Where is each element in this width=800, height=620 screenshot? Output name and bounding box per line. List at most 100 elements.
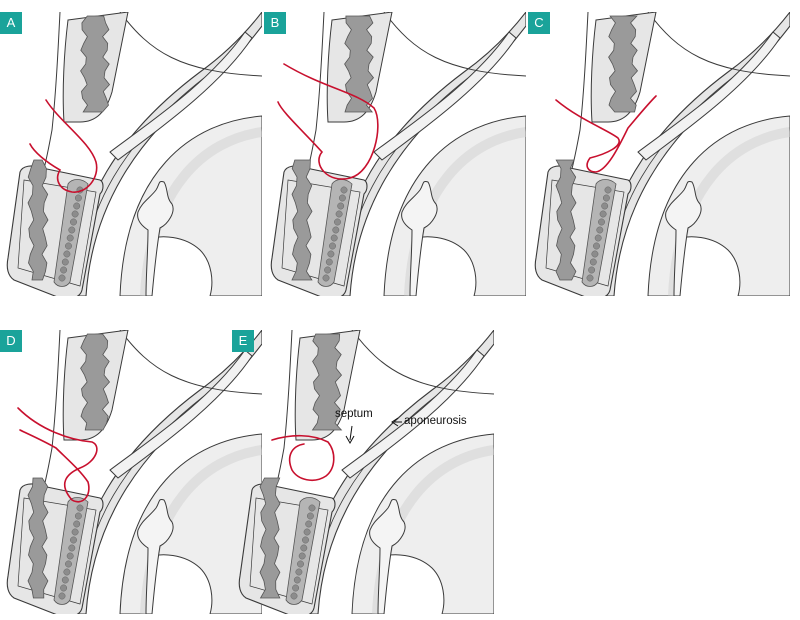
meibomian-gland <box>65 560 72 568</box>
meibomian-gland <box>601 202 609 210</box>
meibomian-gland <box>61 576 69 584</box>
eyelid-cross-section-c <box>534 12 790 296</box>
septum-arrow <box>349 425 353 441</box>
meibomian-gland <box>68 544 76 552</box>
upper-skin <box>119 330 262 395</box>
meibomian-gland <box>308 504 316 512</box>
panel-d-label: D <box>0 330 22 352</box>
meibomian-gland <box>334 218 341 226</box>
meibomian-gland <box>300 544 308 552</box>
meibomian-gland <box>61 258 69 266</box>
meibomian-gland <box>297 560 304 568</box>
meibomian-gland <box>588 266 596 274</box>
meibomian-gland <box>65 242 72 250</box>
meibomian-gland <box>290 592 298 600</box>
orbital-rim-bone <box>344 15 375 113</box>
brow-skin <box>39 12 61 183</box>
meibomian-gland <box>604 186 612 194</box>
meibomian-gland <box>66 552 74 560</box>
suture-line <box>277 63 379 180</box>
orbicularis-muscle <box>27 477 49 599</box>
ciliary-body <box>137 181 174 296</box>
meibomian-gland <box>322 274 330 282</box>
orbicularis-muscle <box>27 159 49 281</box>
meibomian-gland <box>71 210 79 218</box>
panel-c: C <box>528 12 790 296</box>
meibomian-gland <box>74 512 82 520</box>
suture-line <box>17 407 98 503</box>
meibomian-gland <box>591 250 599 258</box>
meibomian-gland <box>74 194 82 202</box>
meibomian-gland <box>295 568 303 576</box>
upper-skin <box>119 12 262 77</box>
meibomian-gland <box>330 234 338 242</box>
upper-skin <box>647 12 790 77</box>
eyelid-cross-section-e <box>238 330 494 614</box>
meibomian-gland <box>292 584 300 592</box>
meibomian-gland <box>298 552 306 560</box>
meibomian-gland <box>337 202 345 210</box>
eyelid-cross-section-b <box>270 12 526 296</box>
meibomian-gland <box>70 536 77 544</box>
orbital-rim-bone <box>608 15 639 113</box>
meibomian-gland <box>340 186 348 194</box>
levator-band <box>341 349 485 479</box>
meibomian-gland <box>70 218 77 226</box>
meibomian-gland <box>589 258 597 266</box>
meibomian-gland <box>593 242 600 250</box>
meibomian-gland <box>293 576 301 584</box>
meibomian-gland <box>68 226 76 234</box>
panel-e-label: E <box>232 330 254 352</box>
ciliary-body <box>137 499 174 614</box>
upper-skin <box>383 12 526 77</box>
meibomian-gland <box>76 504 84 512</box>
meibomian-gland <box>335 210 343 218</box>
meibomian-gland <box>325 258 333 266</box>
meibomian-gland <box>63 250 71 258</box>
levator-band <box>637 31 781 161</box>
meibomian-gland <box>599 210 607 218</box>
panel-e: E septum aponeurosis <box>232 330 494 614</box>
septum-arrowhead <box>345 435 355 445</box>
orbital-rim-bone <box>80 15 111 113</box>
eyelid-cross-section-d <box>6 330 262 614</box>
meibomian-gland <box>305 520 313 528</box>
aponeurosis-arrowhead <box>391 417 399 427</box>
ciliary-body <box>401 181 438 296</box>
panel-d: D <box>0 330 262 614</box>
meibomian-gland <box>66 234 74 242</box>
meibomian-gland <box>60 584 68 592</box>
eyelid-cross-section-a <box>6 12 262 296</box>
brow-skin <box>303 12 325 183</box>
septum-label: septum <box>335 408 373 420</box>
meibomian-gland <box>303 528 311 536</box>
levator-band <box>109 349 253 479</box>
meibomian-gland <box>306 512 314 520</box>
meibomian-gland <box>327 250 335 258</box>
meibomian-gland <box>338 194 346 202</box>
orbicularis-muscle <box>259 477 281 599</box>
panel-c-label: C <box>528 12 550 34</box>
panel-a: A <box>0 12 262 296</box>
meibomian-gland <box>598 218 605 226</box>
suture-line <box>555 95 657 173</box>
suture-line <box>29 99 98 193</box>
meibomian-gland <box>71 528 79 536</box>
orbital-rim-bone <box>80 333 111 431</box>
orbicularis-muscle <box>555 159 577 281</box>
aponeurosis-label: aponeurosis <box>404 415 467 427</box>
meibomian-gland <box>596 226 604 234</box>
meibomian-gland <box>58 274 66 282</box>
panel-b: B <box>264 12 526 296</box>
meibomian-gland <box>594 234 602 242</box>
brow-skin <box>271 330 293 501</box>
meibomian-gland <box>329 242 336 250</box>
meibomian-gland <box>332 226 340 234</box>
ciliary-body <box>665 181 702 296</box>
levator-band <box>109 31 253 161</box>
meibomian-gland <box>602 194 610 202</box>
upper-skin <box>351 330 494 395</box>
orbital-rim-bone <box>311 333 343 431</box>
brow-skin <box>567 12 589 183</box>
